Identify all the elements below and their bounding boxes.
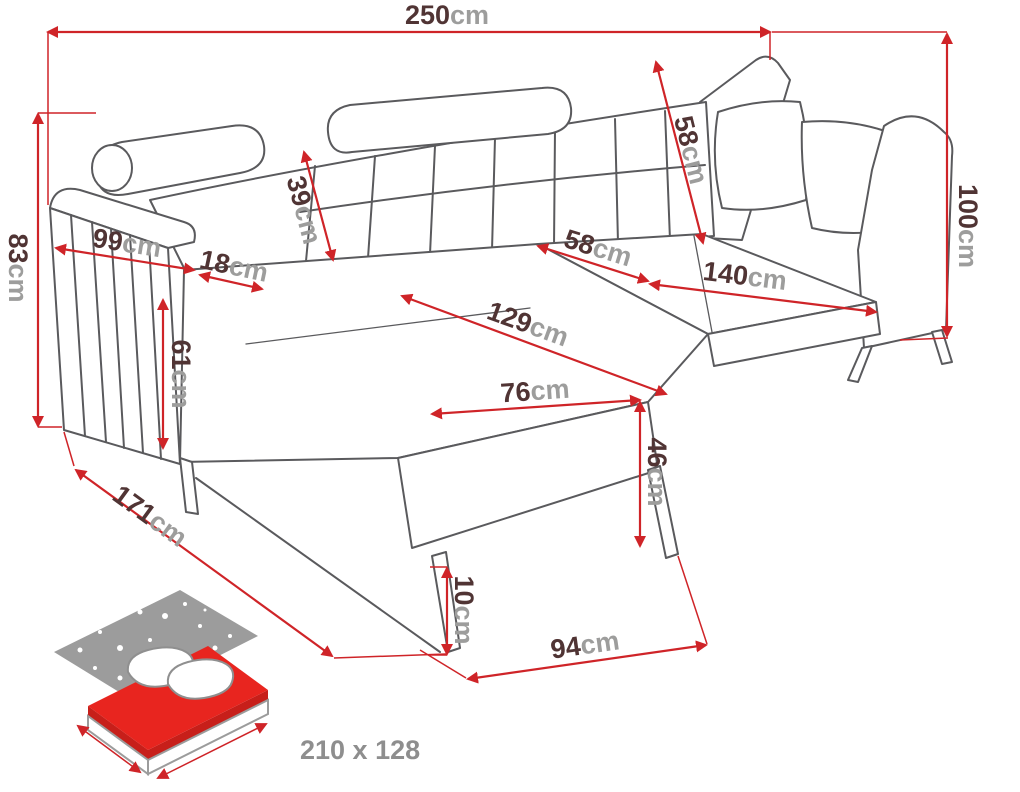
headrest-bolster-middle <box>326 86 573 154</box>
dim-seat-height: 46cm <box>634 400 672 548</box>
dim-unit: cm <box>529 374 570 407</box>
dim-value: 83 <box>3 233 33 263</box>
dim-value: 76 <box>499 376 531 408</box>
dim-unit: cm <box>449 606 479 645</box>
dim-unit: cm <box>120 227 163 263</box>
dim-leg-height: 10cm <box>441 566 479 656</box>
dim-armrest-depth: 99cm <box>54 223 196 275</box>
dim-label-seat-height: 46cm <box>642 437 672 506</box>
dim-unit: cm <box>642 468 672 507</box>
dim-label-seat-width: 140cm <box>701 256 788 296</box>
dim-seat-width: 140cm <box>648 256 878 317</box>
bed-dim-arrow-length <box>156 723 268 779</box>
dim-armrest-front-height: 61cm <box>157 298 196 450</box>
dim-label-armrest-front-height: 61cm <box>166 339 196 408</box>
dim-value: 100 <box>953 184 983 229</box>
bed-dim-arrow-width <box>76 724 142 774</box>
dim-label-chaise-length: 171cm <box>107 479 193 553</box>
bed-pillow-2 <box>166 658 235 700</box>
dim-value: 18 <box>197 244 233 280</box>
dim-armrest-width: 18cm <box>197 244 271 293</box>
dim-value: 140 <box>701 256 749 291</box>
dim-label-total-height: 100cm <box>953 184 983 268</box>
dim-unit: cm <box>166 370 196 409</box>
throw-pillow-left <box>713 100 809 211</box>
dim-unit: cm <box>450 0 489 30</box>
bed-headboard <box>54 590 258 700</box>
dim-seat-depth: 58cm <box>536 224 650 284</box>
dim-value: 58 <box>668 113 704 149</box>
sofa-leg-back-right <box>847 345 873 383</box>
sofa-leg-far-right <box>931 329 953 365</box>
dim-chaise-bottom-width: 94cm <box>466 625 708 684</box>
dim-unit: cm <box>953 229 983 268</box>
dim-total-height: 100cm <box>941 32 983 338</box>
sofa-leg-front-right <box>647 465 679 559</box>
dim-label-seat-depth: 58cm <box>561 224 636 273</box>
dim-unit: cm <box>3 264 33 303</box>
armrest-left-top-roll <box>49 187 196 249</box>
dim-label-chaise-front-width: 76cm <box>499 374 570 409</box>
sofa-leg-armrest-left <box>179 457 199 515</box>
dim-value: 61 <box>166 339 196 369</box>
dim-unit: cm <box>578 625 621 660</box>
dim-value: 250 <box>405 0 450 30</box>
dim-label-left-height: 83cm <box>3 233 33 302</box>
dim-total-width: 250cm <box>46 0 772 38</box>
dim-value: 94 <box>549 631 583 665</box>
sleeping-area-size: 210 x 128 <box>300 735 420 765</box>
dim-value: 99 <box>91 223 125 257</box>
headrest-bolster-cap <box>91 144 133 192</box>
dim-value: 46 <box>642 437 672 467</box>
dim-unit: cm <box>746 261 788 296</box>
dim-label-leg-height: 10cm <box>449 575 479 644</box>
dim-label-total-width: 250cm <box>405 0 489 30</box>
dim-label-armrest-depth: 99cm <box>91 223 164 263</box>
dim-label-chaise-bottom-width: 94cm <box>549 625 622 664</box>
dim-left-height: 83cm <box>3 112 44 428</box>
dim-value: 10 <box>449 575 479 605</box>
dim-chaise-front-width: 76cm <box>430 374 642 420</box>
sleeping-function-icon: 210 x 128 <box>54 590 420 779</box>
